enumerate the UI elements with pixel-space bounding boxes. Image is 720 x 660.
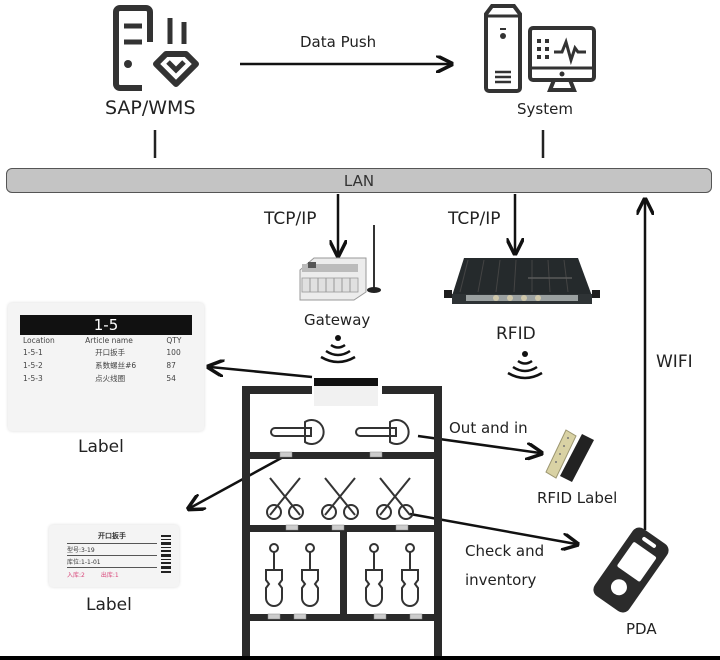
cell-article: 开口扳手 xyxy=(95,348,126,357)
scissors-icon xyxy=(321,477,359,520)
shelf-post-left xyxy=(242,386,250,660)
shelf-divider xyxy=(340,532,347,616)
gateway-wireless-icon xyxy=(320,335,356,364)
wrench-icon xyxy=(355,419,410,445)
pda-device-icon xyxy=(593,527,669,613)
header-article: Article name xyxy=(85,336,133,345)
cell-qty: 100 xyxy=(166,348,181,357)
shelf-board-1 xyxy=(242,452,442,459)
scissors-icon xyxy=(266,477,304,520)
out-and-in-label: Out and in xyxy=(449,419,528,437)
header-qty: QTY xyxy=(166,336,182,345)
cell-article: 点火线圈 xyxy=(95,374,126,383)
barcode-icon xyxy=(161,535,171,573)
table-row: 1-5-1 开口扳手 100 xyxy=(20,346,192,359)
cell-location: 1-5-2 xyxy=(23,361,43,370)
shelf-epaper-label: 1-5 Location Article name QTY 1-5-1 开口扳手… xyxy=(8,303,204,431)
rfid-reader-icon xyxy=(444,258,600,304)
item-epaper-label: 开口扳手 型号:3-19 库位:1-1-01 入库:2 出库:1 xyxy=(49,525,179,587)
scissors-icon xyxy=(376,477,414,520)
shelf-label-arrow xyxy=(210,367,313,379)
wrench-icon xyxy=(270,419,325,445)
tcpip-gateway-label: TCP/IP xyxy=(264,209,317,229)
cell-location: 1-5-3 xyxy=(23,374,43,383)
screwdriver-icon xyxy=(265,543,283,607)
cell-qty: 87 xyxy=(166,361,176,370)
lan-bus: LAN xyxy=(6,168,712,193)
item-epaper-title: 开口扳手 xyxy=(67,531,157,544)
tcpip-rfid-label: TCP/IP xyxy=(448,209,501,229)
lan-label: LAN xyxy=(343,171,375,190)
wifi-label: WIFI xyxy=(656,352,693,372)
shelf-label-caption: Label xyxy=(78,437,124,457)
shelf-board-3 xyxy=(242,614,442,621)
item-label-arrow xyxy=(190,454,286,508)
rfid-tag-icon xyxy=(545,429,594,482)
server-gem-icon xyxy=(113,5,199,91)
shelf-post-right xyxy=(434,386,442,660)
rfid-label: RFID xyxy=(496,324,536,344)
screwdriver-icon xyxy=(401,543,419,607)
shelf-epaper-table: Location Article name QTY 1-5-1 开口扳手 100… xyxy=(20,335,192,385)
check-label-line2: inventory xyxy=(465,571,537,589)
pda-label: PDA xyxy=(626,620,657,638)
table-row: 1-5-3 点火线圈 54 xyxy=(20,372,192,385)
shelf-mini-epaper xyxy=(314,378,378,386)
item-epaper-in: 入库:2 xyxy=(67,572,85,579)
item-epaper-line1: 型号:3-19 xyxy=(67,544,157,556)
header-location: Location xyxy=(23,336,55,345)
bottom-border xyxy=(0,656,720,660)
item-label-caption: Label xyxy=(86,595,132,615)
rfid-tag-label: RFID Label xyxy=(537,489,618,507)
check-label-line1: Check and xyxy=(465,542,545,560)
sap-wms-label: SAP/WMS xyxy=(105,97,196,119)
table-row: 1-5-2 系数螺丝#6 87 xyxy=(20,359,192,372)
cell-article: 系数螺丝#6 xyxy=(95,361,137,370)
shelf-epaper-title: 1-5 xyxy=(20,315,192,335)
screwdriver-icon xyxy=(301,543,319,607)
item-epaper-line2: 库位:1-1-01 xyxy=(67,556,157,568)
computer-monitor-icon xyxy=(484,4,596,93)
cell-qty: 54 xyxy=(166,374,176,383)
gateway-label: Gateway xyxy=(304,311,371,329)
rfid-wireless-icon xyxy=(507,351,543,380)
item-epaper-out: 出库:1 xyxy=(100,572,119,579)
table-header-row: Location Article name QTY xyxy=(20,335,192,346)
tool-shelf xyxy=(242,378,442,660)
system-label: System xyxy=(517,100,573,118)
screwdriver-icon xyxy=(365,543,383,607)
data-push-label: Data Push xyxy=(300,33,377,51)
gateway-device-icon xyxy=(299,225,381,301)
cell-location: 1-5-1 xyxy=(23,348,43,357)
